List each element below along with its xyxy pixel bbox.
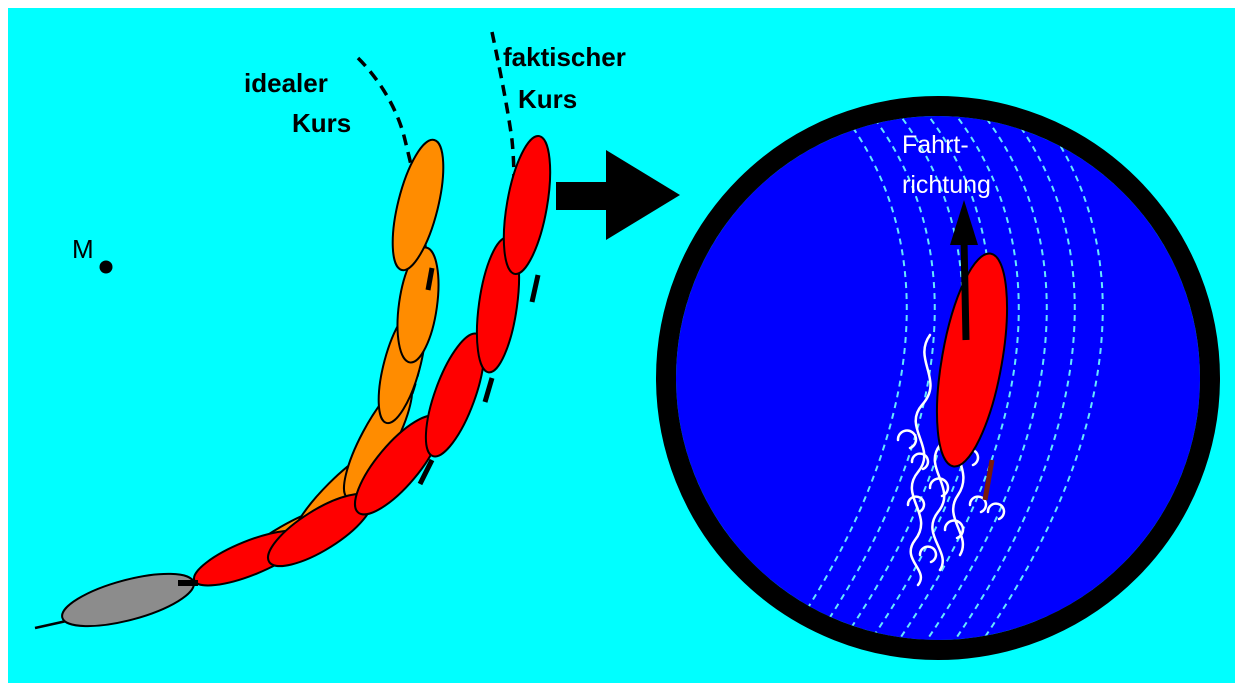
center-point-label: M [72, 234, 94, 264]
center-point-dot [100, 261, 113, 274]
direction-label-line1: Fahrt- [902, 131, 969, 159]
actual-course-label-line1: faktischer [503, 42, 626, 72]
ideal-course-label-line2: Kurs [292, 108, 351, 138]
actual-course-label-line2: Kurs [518, 84, 577, 114]
direction-label-line2: richtung [902, 171, 991, 199]
ideal-course-label-line1: idealer [244, 68, 328, 98]
